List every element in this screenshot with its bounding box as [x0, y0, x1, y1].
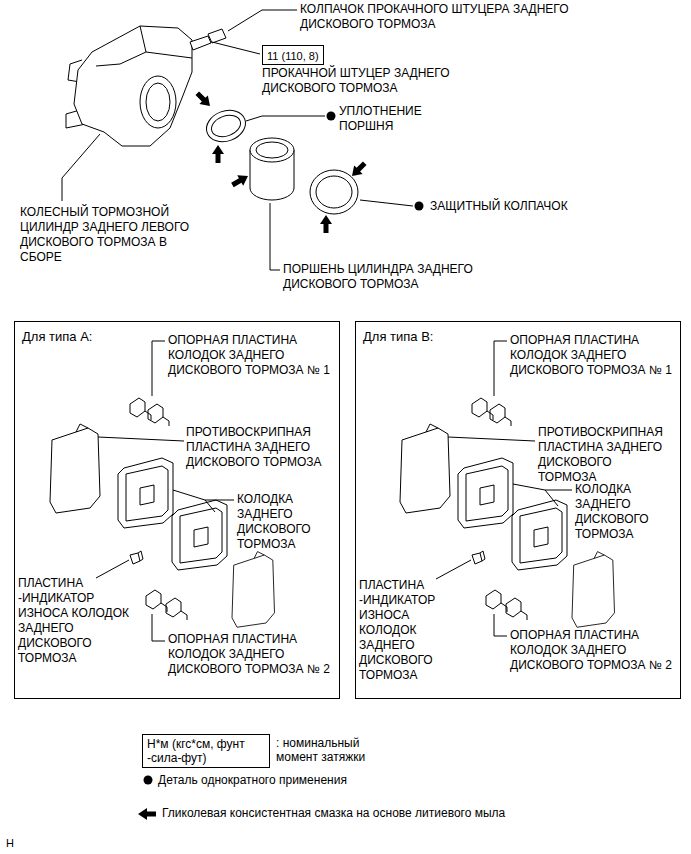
piston-top	[256, 142, 288, 158]
legend-text: Деталь однократного применения	[158, 773, 347, 787]
part-label: КОЛЕСНЫЙ ТОРМОЗНОЙ ЦИЛИНДР ЗАДНЕГО ЛЕВОГ…	[20, 205, 198, 265]
caliper-bore	[140, 76, 176, 128]
part-label: ОПОРНАЯ ПЛАСТИНА КОЛОДОК ЗАДНЕГО ДИСКОВО…	[168, 333, 330, 378]
part-label: ОПОРНАЯ ПЛАСТИНА КОЛОДОК ЗАДНЕГО ДИСКОВО…	[168, 632, 330, 677]
leader-line	[545, 490, 558, 506]
boot	[316, 176, 352, 208]
clip-part	[490, 404, 511, 426]
part-label: УПЛОТНЕНИЕ ПОРШНЯ	[339, 104, 449, 134]
clip-part	[486, 590, 507, 612]
leader-line	[173, 490, 234, 500]
legend-dot	[144, 776, 153, 785]
part-label: ПЛАСТИНА -ИНДИКАТОР ИЗНОСА КОЛОДОК ЗАДНЕ…	[18, 576, 146, 666]
grease-arrow	[193, 89, 214, 110]
leader-line	[152, 614, 165, 641]
part-label: ПРОТИВОСКРИПНАЯ ПЛАСТИНА ЗАДНЕГО ДИСКОВО…	[538, 425, 670, 485]
leader-line	[96, 560, 129, 578]
part-label: ЗАЩИТНЫЙ КОЛПАЧОК	[430, 199, 568, 214]
part-label: ПЛАСТИНА -ИНДИКАТОР ИЗНОСА КОЛОДОК ЗАДНЕ…	[359, 578, 459, 683]
pad-part	[512, 500, 567, 570]
caliper-edge	[96, 26, 192, 66]
part-label: ОПОРНАЯ ПЛАСТИНА КОЛОДОК ЗАДНЕГО ДИСКОВО…	[510, 333, 672, 378]
leader-line	[513, 484, 572, 490]
piston-top	[250, 138, 294, 162]
grease-arrow	[212, 145, 224, 163]
bleeder-cap	[208, 29, 226, 43]
boot	[310, 170, 358, 214]
clip-part	[166, 598, 187, 620]
legend-arrow	[138, 808, 156, 820]
single-use-dot	[415, 202, 424, 211]
leader-line	[62, 134, 100, 201]
part-label: КОЛОДКА ЗАДНЕГО ДИСКОВОГО ТОРМОЗА	[575, 482, 671, 542]
part-label: ПРОКАЧНОЙ ШТУЦЕР ЗАДНЕГО ДИСКОВОГО ТОРМО…	[262, 66, 487, 96]
panel-heading: Для типа A:	[22, 329, 92, 345]
torque-legend-box: Н*м (кгс*см, фунт -сила-фут)	[142, 734, 270, 768]
pad-part	[458, 458, 513, 528]
pad-part	[172, 500, 227, 570]
clip-part	[148, 404, 169, 426]
clip-part	[506, 598, 527, 620]
leader-lines	[436, 341, 572, 636]
part-label: ПРОТИВОСКРИПНАЯ ПЛАСТИНА ЗАДНЕГО ДИСКОВО…	[186, 425, 329, 470]
bleeder-plug	[190, 36, 211, 50]
grease-arrow	[348, 159, 369, 180]
leader-line	[494, 341, 507, 396]
box-text: Н*м (кгс*см, фунт -сила-фут)	[147, 737, 265, 765]
shim-part	[572, 552, 615, 628]
leader-line	[270, 203, 280, 270]
leader-line	[494, 614, 507, 636]
leader-line	[98, 437, 184, 441]
piston-seal	[208, 111, 243, 140]
shim-part	[400, 424, 450, 513]
shim-part	[232, 552, 275, 628]
panel-heading: Для типа B:	[363, 329, 433, 345]
legend-text: Гликолевая консистентная смазка на основ…	[162, 806, 505, 820]
indicator-part	[130, 551, 143, 564]
torque-box: 11 (110, 8)	[262, 45, 324, 65]
single-use-dot	[327, 112, 336, 121]
box-text: 11 (110, 8)	[267, 49, 319, 63]
leader-line	[436, 560, 471, 579]
leader-line	[360, 200, 413, 206]
leader-line	[448, 437, 535, 441]
clip-part	[146, 590, 167, 612]
part-label: КОЛОДКА ЗАДНЕГО ДИСКОВОГО ТОРМОЗА	[237, 492, 332, 552]
caliper-bore	[146, 83, 170, 121]
piston-seal	[202, 105, 250, 147]
page-mark: H	[6, 836, 14, 851]
indicator-part	[472, 551, 485, 564]
caliper-drawing	[66, 26, 358, 214]
part-label: ПОРШЕНЬ ЦИЛИНДРА ЗАДНЕГО ДИСКОВОГО ТОРМО…	[283, 262, 541, 292]
pad-part	[118, 458, 173, 528]
part-label: ОПОРНАЯ ПЛАСТИНА КОЛОДОК ЗАДНЕГО ДИСКОВО…	[510, 628, 672, 673]
leader-line	[246, 116, 325, 121]
shim-part	[50, 424, 100, 513]
leader-line	[152, 341, 165, 396]
part-label: КОЛПАЧОК ПРОКАЧНОГО ШТУЦЕРА ЗАДНЕГО ДИСК…	[300, 2, 630, 32]
leader-lines	[96, 341, 234, 641]
legend-text: : номинальный момент затяжки	[276, 736, 376, 764]
grease-arrow	[320, 215, 332, 233]
grease-arrow	[229, 171, 251, 190]
leader-line	[212, 42, 260, 54]
caliper-body	[74, 26, 192, 146]
leader-line	[205, 500, 215, 512]
leader-line	[228, 10, 297, 31]
